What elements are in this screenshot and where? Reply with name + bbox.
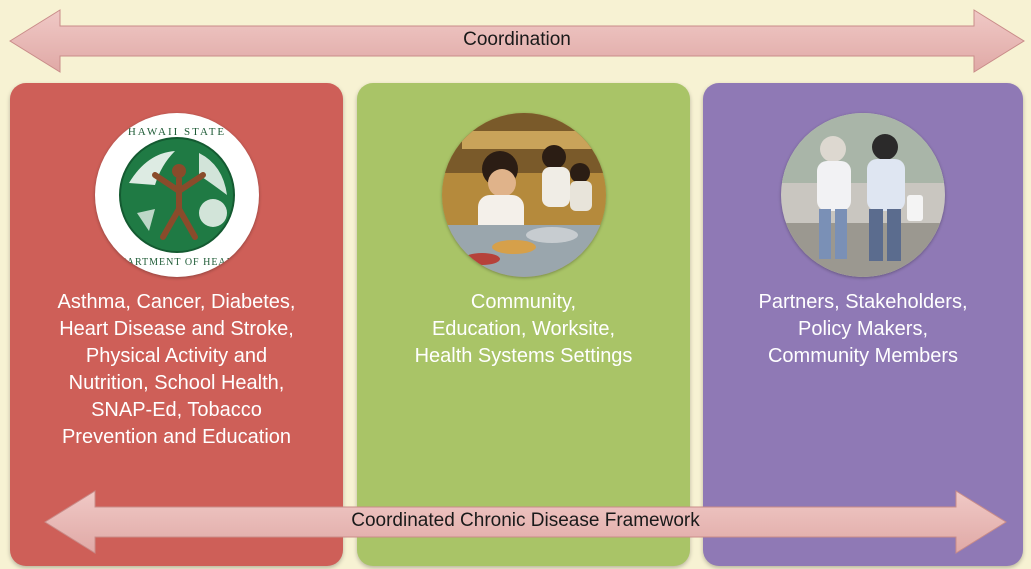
programs-panel: HAWAII STATE DEPARTMENT OF HEALTH Asthma… xyxy=(10,83,343,566)
framework-arrow: Coordinated Chronic Disease Framework xyxy=(43,489,1008,555)
doh-seal-image: HAWAII STATE DEPARTMENT OF HEALTH xyxy=(95,113,259,277)
framework-arrow-shape xyxy=(44,490,1007,554)
settings-line: Health Systems Settings xyxy=(414,345,633,367)
programs-line: Physical Activity and xyxy=(85,345,268,367)
programs-line: SNAP-Ed, Tobacco xyxy=(91,399,262,421)
children-lunch-photo xyxy=(442,113,606,277)
settings-text: Community, Education, Worksite, Health S… xyxy=(367,289,680,370)
programs-line: Nutrition, School Health, xyxy=(68,372,285,394)
framework-label: Coordinated Chronic Disease Framework xyxy=(351,510,700,531)
partners-line: Community Members xyxy=(767,345,959,367)
coordination-label: Coordination xyxy=(463,29,571,50)
programs-line: Asthma, Cancer, Diabetes, xyxy=(57,291,296,313)
partners-line: Policy Makers, xyxy=(797,318,929,340)
children-lunch-photo-icon xyxy=(442,113,606,277)
women-walking-photo xyxy=(781,113,945,277)
partners-line: Partners, Stakeholders, xyxy=(758,291,968,313)
settings-line: Community, xyxy=(470,291,577,313)
programs-line: Prevention and Education xyxy=(61,426,292,448)
programs-line: Heart Disease and Stroke, xyxy=(59,318,294,340)
women-walking-photo-icon xyxy=(781,113,945,277)
coordination-arrow-shape xyxy=(9,9,1025,73)
svg-text:HAWAII STATE: HAWAII STATE xyxy=(128,126,226,138)
partners-text: Partners, Stakeholders, Policy Makers, C… xyxy=(713,289,1013,370)
coordination-arrow: Coordination xyxy=(8,8,1026,74)
programs-text: Asthma, Cancer, Diabetes, Heart Disease … xyxy=(20,289,333,451)
settings-line: Education, Worksite, xyxy=(431,318,616,340)
seal-icon: HAWAII STATE DEPARTMENT OF HEALTH xyxy=(97,115,257,275)
svg-text:DEPARTMENT OF HEALTH: DEPARTMENT OF HEALTH xyxy=(106,257,248,268)
partners-panel: Partners, Stakeholders, Policy Makers, C… xyxy=(703,83,1023,566)
settings-panel: Community, Education, Worksite, Health S… xyxy=(357,83,690,566)
